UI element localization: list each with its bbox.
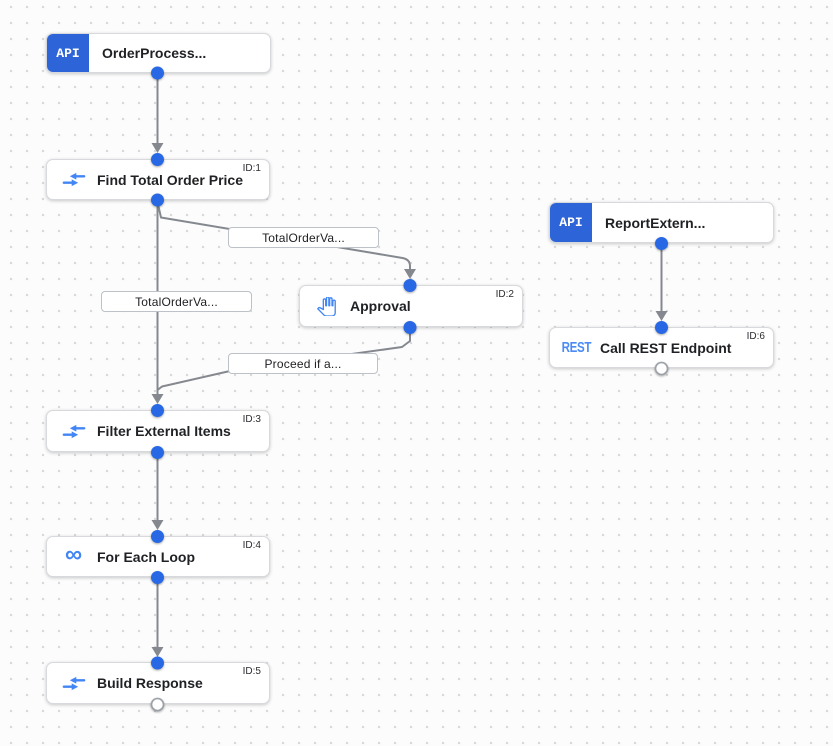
edge-label-totalorderva-2[interactable]: TotalOrderVa... — [101, 291, 252, 312]
node-title: OrderProcess... — [102, 45, 207, 61]
data-mapping-icon — [60, 171, 87, 188]
node-title: Call REST Endpoint — [600, 339, 732, 356]
node-title: ReportExtern... — [605, 214, 706, 231]
node-id-label: ID:2 — [495, 289, 514, 300]
arrowhead-icon — [151, 647, 164, 657]
node-id-label: ID:6 — [746, 331, 765, 342]
rest-icon: REST — [561, 339, 592, 356]
node-title: Find Total Order Price — [97, 171, 243, 188]
node-title: For Each Loop — [97, 548, 195, 565]
arrowhead-icon — [404, 269, 416, 279]
data-mapping-icon — [60, 423, 87, 440]
infinity-icon: ∞ — [64, 540, 83, 568]
node-title: Build Response — [97, 675, 203, 691]
node-reportextern-trigger[interactable]: API ReportExtern... — [549, 202, 774, 243]
node-title: Approval — [350, 298, 411, 314]
node-for-each-loop[interactable]: ID:4 ∞ For Each Loop — [46, 536, 270, 577]
arrowhead-icon — [151, 394, 164, 404]
edge-label-proceed-if[interactable]: Proceed if a... — [228, 353, 378, 374]
arrowhead-icon — [151, 143, 164, 153]
node-title: Filter External Items — [97, 423, 231, 439]
node-filter-external-items[interactable]: ID:3 Filter External Items — [46, 410, 270, 452]
arrowhead-icon — [655, 311, 668, 321]
api-trigger-icon: API — [47, 34, 89, 72]
node-id-label: ID:3 — [242, 414, 261, 425]
arrowhead-icon — [151, 520, 164, 530]
node-find-total-order-price[interactable]: ID:1 Find Total Order Price — [46, 159, 270, 200]
node-id-label: ID:5 — [242, 666, 261, 677]
node-build-response[interactable]: ID:5 Build Response — [46, 662, 270, 704]
edge-label-totalorderva-1[interactable]: TotalOrderVa... — [228, 227, 379, 248]
node-id-label: ID:4 — [242, 540, 261, 551]
node-orderprocess-trigger[interactable]: API OrderProcess... — [46, 33, 271, 73]
node-approval[interactable]: ID:2 Approval — [299, 285, 523, 327]
api-trigger-icon: API — [550, 203, 592, 242]
approval-hand-icon — [313, 296, 340, 316]
node-id-label: ID:1 — [242, 163, 261, 174]
node-call-rest-endpoint[interactable]: ID:6 REST Call REST Endpoint — [549, 327, 774, 368]
data-mapping-icon — [60, 675, 87, 692]
